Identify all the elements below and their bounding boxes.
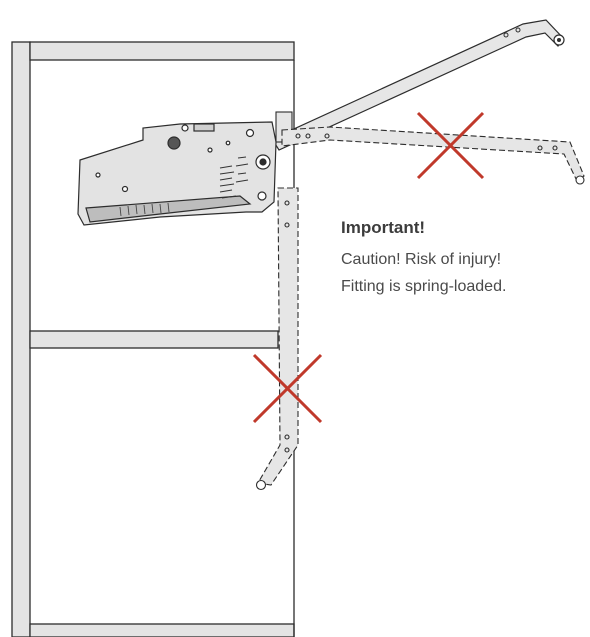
safety-notice: Important! Caution! Risk of injury! Fitt… (341, 218, 586, 300)
notice-line-injury: Caution! Risk of injury! (341, 251, 502, 268)
cabinet-shelf (29, 330, 279, 349)
cabinet-left-side-panel (11, 41, 31, 637)
prohibited-cross-icon (416, 111, 485, 180)
lift-arm-incorrect-vertical (255, 187, 299, 491)
lift-mechanism (77, 121, 277, 226)
cabinet (11, 41, 295, 637)
cabinet-bottom-panel (29, 623, 295, 637)
spring-adjustment-scale (219, 156, 249, 199)
cabinet-top-panel (29, 41, 295, 61)
mechanism-lower-plate (85, 195, 252, 223)
notice-title: Important! (341, 218, 426, 237)
prohibited-cross-icon (252, 353, 323, 424)
lift-arm-incorrect-horizontal (281, 126, 585, 185)
notice-line-spring: Fitting is spring-loaded. (341, 278, 507, 295)
